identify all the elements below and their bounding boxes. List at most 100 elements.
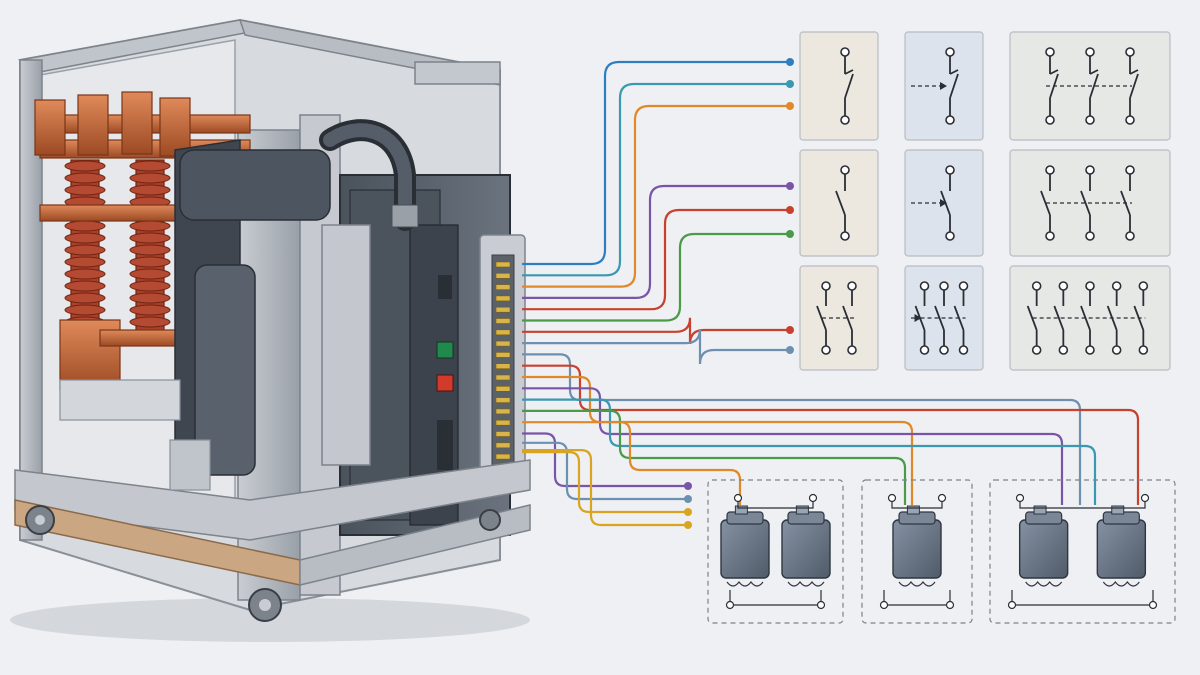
- relay-knob: [734, 505, 748, 515]
- contact-terminal: [847, 345, 857, 355]
- contact-seat: [949, 69, 959, 75]
- relay-circuit: [737, 498, 814, 509]
- breaker-pole-cover: [194, 264, 256, 476]
- contact-terminal: [919, 281, 930, 291]
- wire: [522, 232, 790, 322]
- wire: [522, 449, 688, 527]
- relay-knob: [1033, 505, 1047, 515]
- wire-terminal-dot: [684, 482, 692, 490]
- relay-group: [861, 479, 973, 624]
- wire-harness: [522, 58, 1140, 529]
- insulator-rib: [64, 220, 106, 232]
- busbar-end-cap: [34, 99, 66, 156]
- relay: [720, 505, 770, 587]
- relay-circuit: [891, 498, 943, 509]
- contact-blade: [844, 73, 854, 99]
- terminal-pin: [495, 318, 511, 324]
- wire: [522, 421, 742, 505]
- relay-leads: [898, 581, 936, 587]
- handle-slot: [437, 420, 453, 470]
- contact-terminal: [847, 281, 857, 291]
- relay: [1018, 505, 1069, 587]
- terminal-pin: [495, 453, 511, 460]
- wire-terminal-dot: [786, 58, 794, 66]
- terminal-pin: [495, 340, 511, 347]
- busbar-clamp: [159, 97, 191, 157]
- insulator-rib: [64, 292, 106, 304]
- contact-terminal: [1031, 281, 1042, 291]
- symbol-panel-grid: [799, 31, 1171, 371]
- relay-knob: [1111, 505, 1125, 515]
- wheel: [479, 509, 501, 531]
- relay-group: [989, 479, 1176, 624]
- symbol-panel: [799, 149, 879, 257]
- contact-terminal: [821, 345, 831, 355]
- contact-terminal: [939, 345, 949, 355]
- terminal-pin: [495, 352, 511, 358]
- terminal-pin: [495, 431, 511, 437]
- actuator-arrow: [940, 82, 947, 90]
- relay-group: [707, 479, 844, 624]
- relay-knob: [795, 505, 809, 515]
- wire-terminal-dot: [786, 80, 794, 88]
- insulator-rib: [129, 268, 171, 280]
- insulator-rib: [129, 316, 171, 328]
- contact-terminal: [1125, 231, 1135, 241]
- relay: [781, 505, 831, 587]
- insulator-rib: [129, 280, 171, 292]
- relay-circuit: [729, 590, 822, 606]
- contact-blade: [842, 305, 853, 331]
- insulator-rib: [129, 220, 171, 232]
- wire-terminal-dot: [786, 230, 794, 238]
- wire: [522, 82, 790, 277]
- contact-terminal: [1138, 345, 1149, 355]
- contact-terminal: [945, 231, 955, 241]
- contact-blade: [1053, 305, 1065, 331]
- terminal-pin: [495, 284, 511, 290]
- contact-blade: [816, 305, 827, 331]
- contact-terminal: [1085, 115, 1095, 125]
- wire-terminal-dot: [684, 521, 692, 529]
- insulator-rib: [129, 160, 171, 172]
- wire-terminal-dot: [684, 495, 692, 503]
- busbar-clamp: [77, 94, 109, 156]
- relay-group-boundary: [861, 479, 973, 624]
- contact-terminal: [1125, 47, 1135, 57]
- terminal-pin: [495, 408, 511, 415]
- contact-terminal: [1138, 281, 1149, 291]
- contact-seat: [844, 69, 854, 75]
- relay-terminal: [816, 600, 826, 610]
- contact-terminal: [1085, 231, 1095, 241]
- contact-terminal: [1125, 165, 1135, 175]
- wire: [522, 451, 688, 514]
- status-window: [438, 275, 452, 299]
- insulator-rib: [64, 172, 106, 184]
- relay-terminal: [1015, 493, 1025, 503]
- base-support: [169, 439, 211, 491]
- relay-leads: [1102, 581, 1140, 587]
- busbar-clamp: [121, 91, 153, 155]
- wire-terminal-dot: [786, 206, 794, 214]
- contact-blade: [1040, 190, 1051, 216]
- terminal-pin: [495, 272, 511, 279]
- contact-terminal: [1085, 47, 1095, 57]
- terminal-pin: [495, 363, 511, 370]
- contact-terminal: [1058, 345, 1069, 355]
- symbol-panel: [799, 265, 879, 371]
- insulator-rib: [129, 232, 171, 244]
- insulator-rib: [64, 268, 106, 280]
- insulator-rib: [129, 304, 171, 316]
- contact-blade: [1026, 305, 1038, 331]
- contact-terminal: [1045, 115, 1055, 125]
- frame-post-left: [19, 59, 43, 541]
- symbol-panel: [1009, 265, 1171, 371]
- contact-terminal: [1085, 165, 1095, 175]
- contact-terminal: [945, 47, 955, 57]
- contact-terminal: [1045, 231, 1055, 241]
- relay-knob: [906, 505, 920, 515]
- contact-blade: [1080, 190, 1091, 216]
- contact-seat: [1049, 69, 1059, 75]
- contact-terminal: [840, 47, 850, 57]
- insulator-rib: [64, 184, 106, 196]
